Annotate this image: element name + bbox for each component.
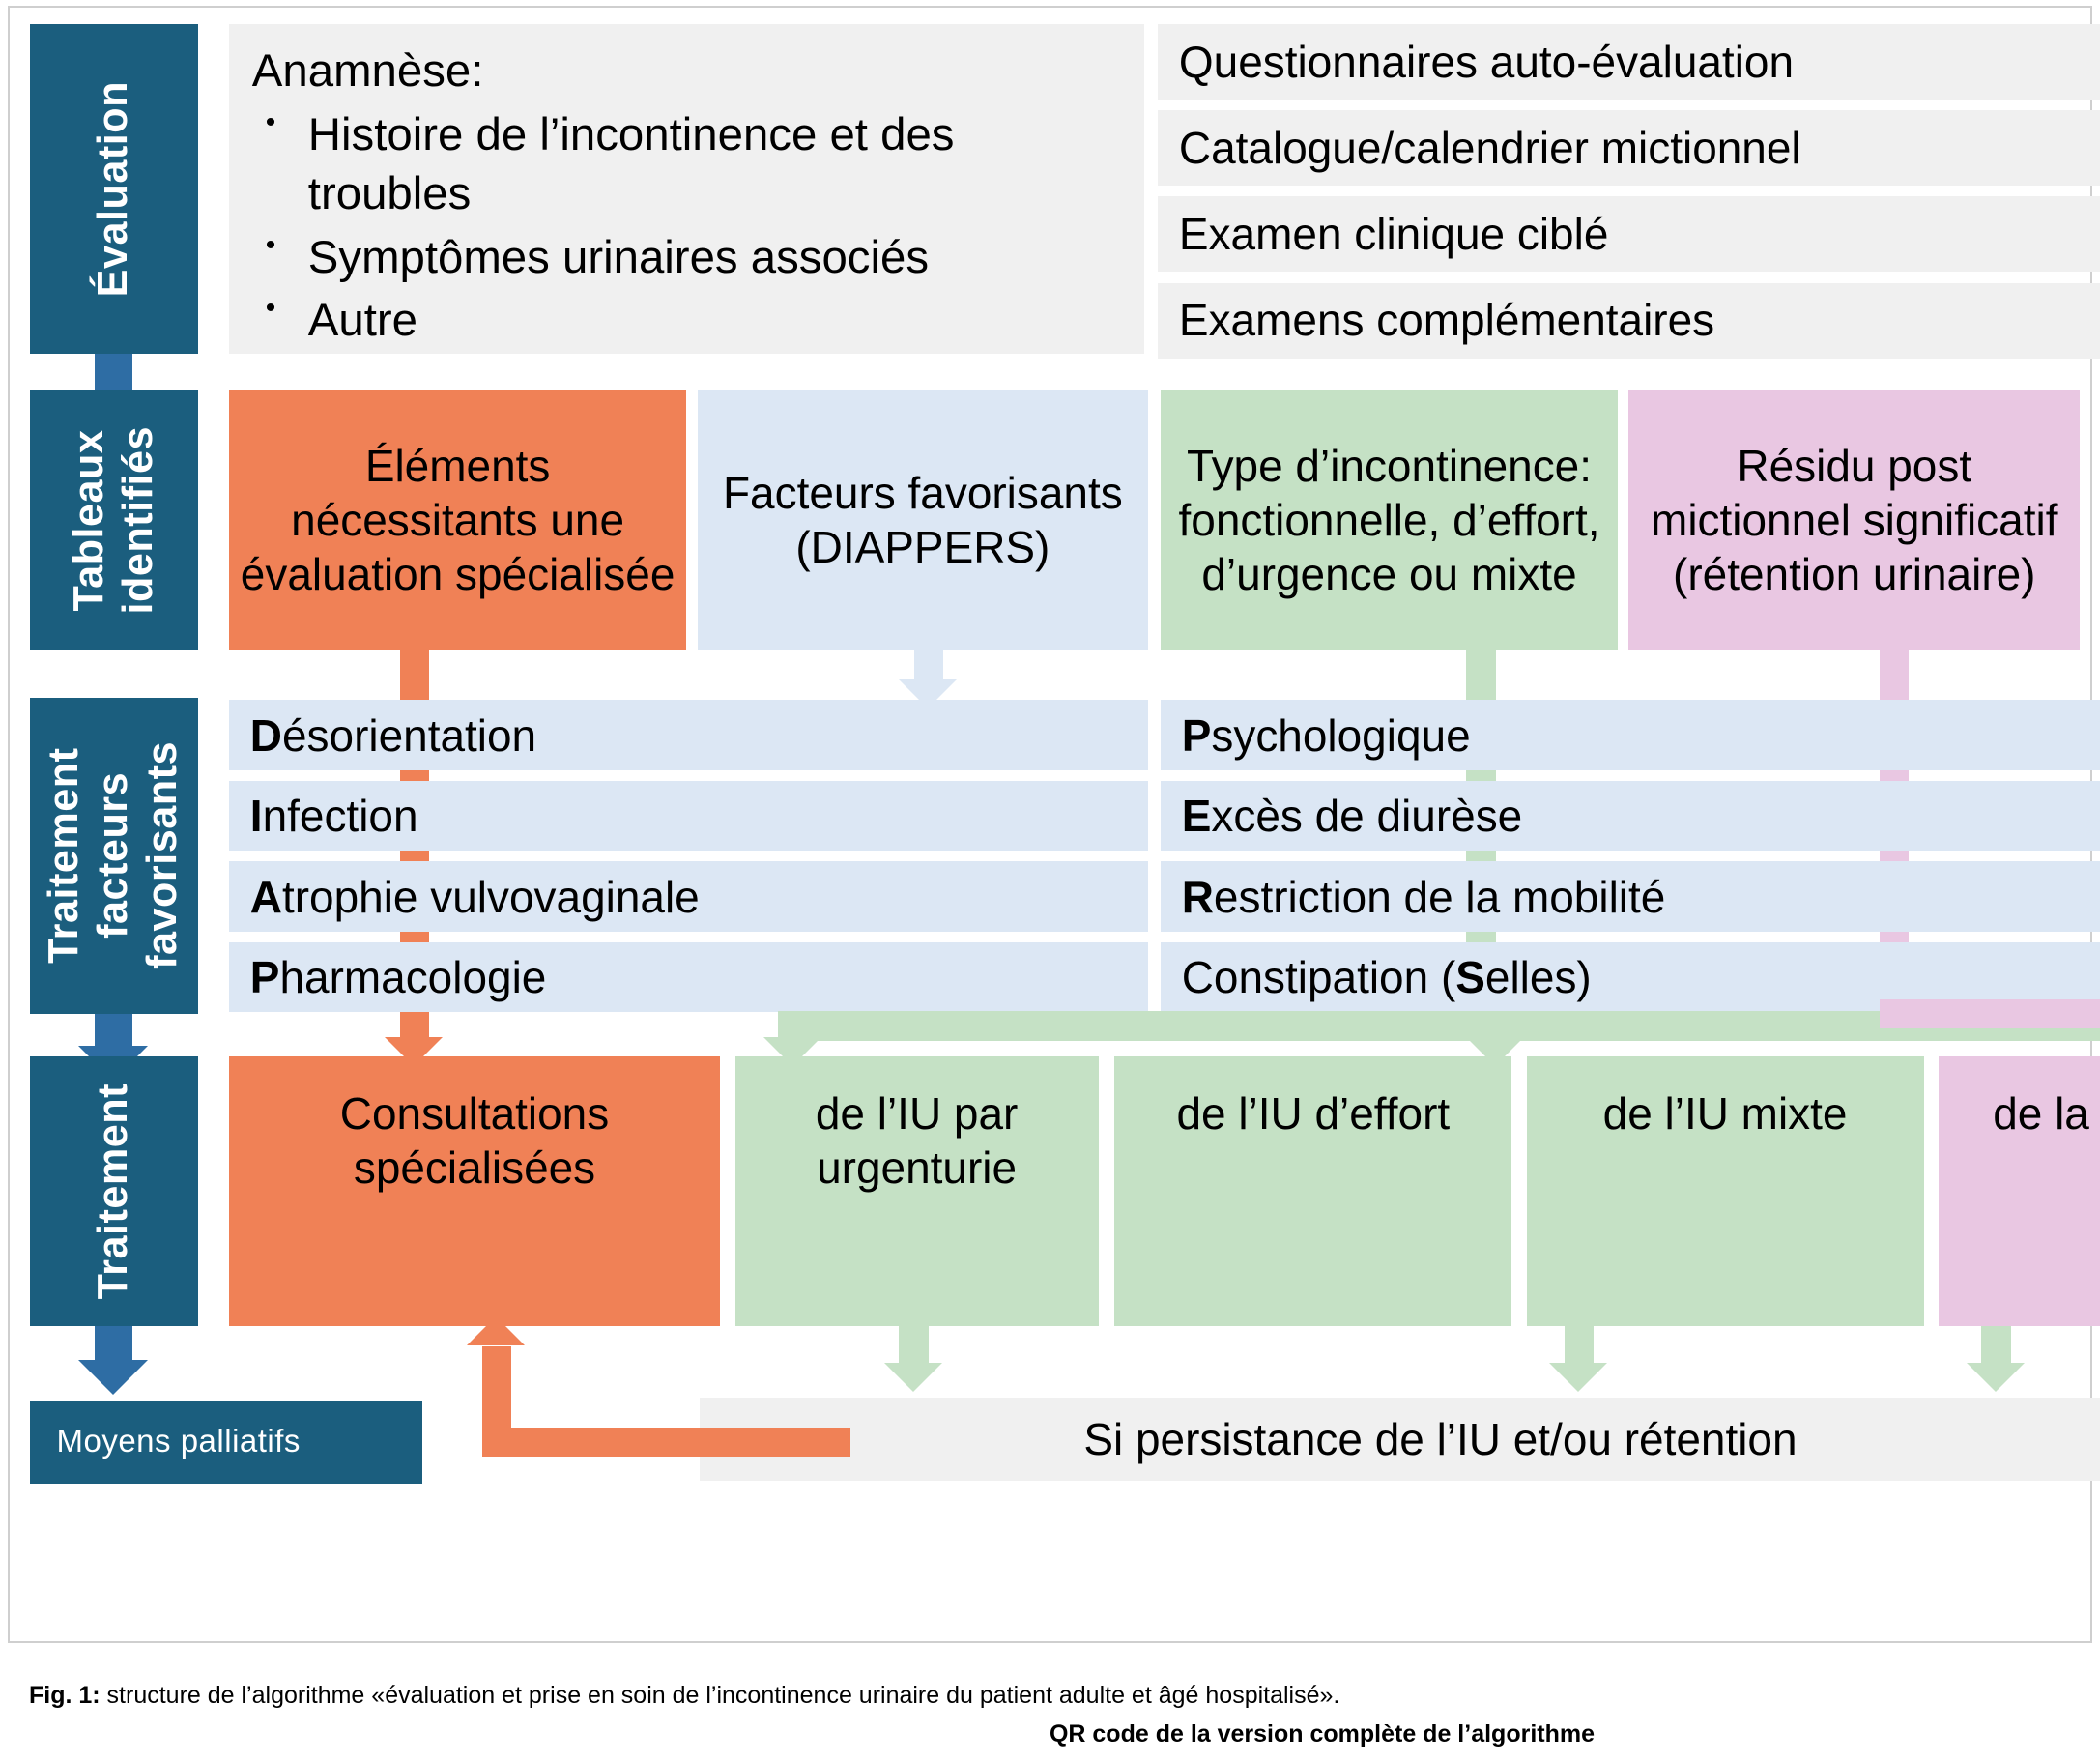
diappers-rest: xcès de diurèse <box>1211 791 1523 842</box>
eval-item-examens-complementaires: Examens complémentaires <box>1157 282 2100 359</box>
arrow-effort-down-shaft <box>1564 1326 1595 1367</box>
feedback-orange-horizontal <box>689 1427 851 1458</box>
diappers-rest: harmacologie <box>279 952 547 1003</box>
arrow-facteurs-to-traitement-shaft <box>94 1013 132 1052</box>
diappers-row-infection: Infection <box>228 780 1149 852</box>
diappers-initial: P <box>1181 709 1212 761</box>
arrow-mixte-down-head <box>1967 1362 2026 1392</box>
arrow-urgenturie-down-head <box>884 1362 943 1392</box>
diappers-initial: D <box>249 709 282 761</box>
stage-label-evaluation: Évaluation <box>29 24 198 355</box>
diappers-rest: trophie vulvovaginale <box>281 871 700 922</box>
stage-label-traitement-facteurs: Traitement facteurs favorisants <box>29 697 198 1014</box>
stage-label-traitement: Traitement <box>29 1056 198 1327</box>
traitement-iu-mixte: de l’IU mixte <box>1526 1056 1924 1327</box>
caption-text: structure de l’algorithme «évaluation et… <box>100 1682 1340 1709</box>
arrow-traitement-to-moyens-head <box>77 1359 148 1395</box>
arrow-urgenturie-down-shaft <box>899 1326 930 1367</box>
tableau-evaluation-specialisee: Éléments nécessitants une évaluation spé… <box>228 390 687 650</box>
anamnese-panel: Anamnèse: Histoire de l’incontinence et … <box>228 24 1144 355</box>
diappers-initial: R <box>1181 871 1214 922</box>
list-item: Autre <box>252 289 1121 351</box>
eval-item-catalogue: Catalogue/calendrier mictionnel <box>1157 110 2100 187</box>
diappers-row-pharmacologie: Pharmacologie <box>228 942 1149 1013</box>
diappers-row-desorientation: Désorientation <box>228 700 1149 770</box>
arrow-effort-down-head <box>1549 1362 1608 1392</box>
arrow-evaluation-to-tableaux-shaft <box>94 354 132 395</box>
qr-caption: QR code de la version complète de l’algo… <box>1049 1720 1595 1748</box>
figure-caption: Fig. 1: structure de l’algorithme «évalu… <box>29 1680 1817 1713</box>
diappers-rest: elles) <box>1484 952 1592 1003</box>
feedback-orange-run <box>481 1427 711 1458</box>
caption-fig-label: Fig. 1: <box>29 1682 101 1709</box>
green-branch-left <box>778 1011 808 1041</box>
diappers-rest: sychologique <box>1211 709 1471 761</box>
diappers-initial: P <box>249 952 280 1003</box>
traitement-iu-urgenturie: de l’IU par urgenturie <box>734 1056 1099 1327</box>
diappers-initial: A <box>249 871 282 922</box>
diappers-row-exces-diurese: Excès de diurèse <box>1160 780 2100 852</box>
tableau-facteurs-favorisants: Facteurs favorisants (DIAPPERS) <box>697 390 1149 650</box>
eval-item-examen-clinique: Examen clinique ciblé <box>1157 196 2100 273</box>
diappers-row-psychologique: Psychologique <box>1160 700 2100 770</box>
tableau-residu-post-mictionnel: Résidu post mictionnel significatif (rét… <box>1628 390 2081 650</box>
feedback-orange-arrowhead-up <box>467 1316 526 1346</box>
list-item: Symptômes urinaires associés <box>252 226 1121 288</box>
traitement-retention: de la rétention <box>1938 1056 2100 1327</box>
diappers-initial: I <box>249 791 263 842</box>
pink-horizontal-run <box>1879 998 2100 1029</box>
anamnese-heading: Anamnèse: <box>251 45 484 98</box>
diappers-row-atrophie: Atrophie vulvovaginale <box>228 861 1149 932</box>
diappers-initial: S <box>1455 952 1485 1003</box>
traitement-consultations-specialisees: Consultations spécialisées <box>228 1056 721 1327</box>
diappers-prefix: Constipation ( <box>1181 952 1456 1003</box>
arrow-mixte-down-shaft <box>1981 1326 2012 1367</box>
persistance-box: Si persistance de l’IU et/ou rétention <box>700 1397 2100 1482</box>
diappers-initial: E <box>1181 791 1212 842</box>
list-item: Histoire de l’incontinence et des troubl… <box>252 103 1121 224</box>
diappers-rest: estriction de la mobilité <box>1213 871 1666 922</box>
diappers-row-restriction-mobilite: Restriction de la mobilité <box>1160 861 2100 932</box>
eval-item-questionnaires: Questionnaires auto-évaluation <box>1157 24 2100 101</box>
arrow-traitement-to-moyens-shaft <box>94 1326 132 1365</box>
traitement-iu-effort: de l’IU d’effort <box>1114 1056 1512 1327</box>
diappers-rest: nfection <box>262 791 418 842</box>
diappers-rest: ésorientation <box>281 709 537 761</box>
arrow-facteurs-to-diappers-shaft <box>913 650 944 684</box>
anamnese-list: Histoire de l’incontinence et des troubl… <box>252 103 1121 351</box>
stage-label-tableaux: Tableaux identifiés <box>29 390 198 650</box>
tableau-type-incontinence: Type d’incontinence: fonctionnelle, d’ef… <box>1160 390 1619 650</box>
moyens-palliatifs-box: Moyens palliatifs <box>29 1400 423 1485</box>
